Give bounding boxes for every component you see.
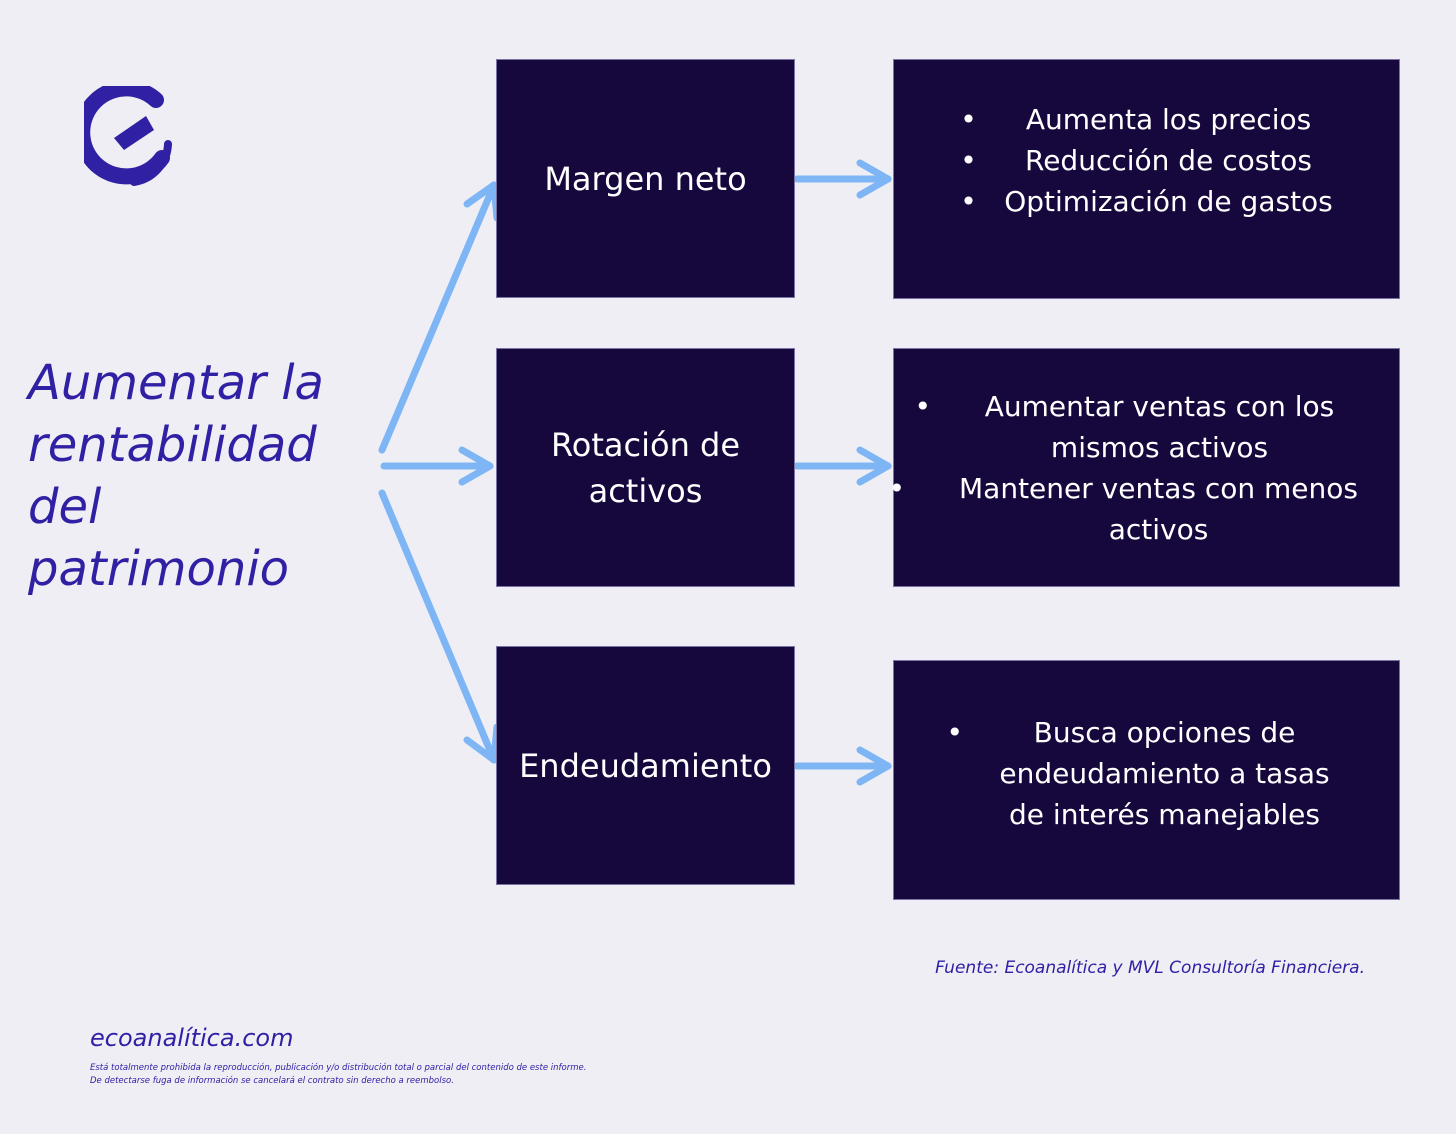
disclaimer-line: Está totalmente prohibida la reproducció… [90,1063,587,1073]
actions-box-margen-neto: Aumenta los precios Reducción de costos … [893,59,1400,299]
factor-label: Rotación de activos [550,425,741,510]
source-note: Fuente: Ecoanalítica y MVL Consultoría F… [935,958,1365,978]
list-item: Reducción de costos [960,140,1333,181]
disclaimer-line: De detectarse fuga de información se can… [90,1076,454,1086]
action-list: Aumentar ventas con los mismos activos M… [889,386,1369,550]
list-item: Mantener ventas con menos activos [889,468,1369,550]
main-title: Aumentar la rentabilidad del patrimonio [28,355,324,597]
factor-label: Endeudamiento [519,746,772,785]
action-list: Busca opciones de endeudamiento a tasas … [947,712,1347,835]
actions-box-rotacion-activos: Aumentar ventas con los mismos activos M… [889,348,1400,587]
website-link[interactable]: ecoanalítica.com [90,1024,294,1052]
actions-box-endeudamiento: Busca opciones de endeudamiento a tasas … [893,660,1400,900]
arrow-to-margen-neto [378,181,498,454]
arrow-head-actions-1 [856,159,892,199]
arrow-to-endeudamiento [378,489,498,764]
action-list: Aumenta los precios Reducción de costos … [960,99,1333,222]
list-item: Aumenta los precios [960,99,1333,140]
list-item: Optimización de gastos [960,181,1333,222]
arrow-head-actions-2 [856,446,892,486]
arrow-head-actions-3 [856,746,892,786]
list-item: Aumentar ventas con los mismos activos [915,386,1345,468]
ecoanalitica-logo-icon [84,86,172,186]
factor-box-margen-neto: Margen neto [496,59,795,298]
factor-box-rotacion-activos: Rotación de activos [496,348,795,587]
factor-label: Margen neto [544,159,747,198]
list-item: Busca opciones de endeudamiento a tasas … [947,712,1347,835]
arrow-head-rotacion [458,446,494,486]
factor-box-endeudamiento: Endeudamiento [496,646,795,885]
disclaimer: Está totalmente prohibida la reproducció… [90,1062,587,1088]
